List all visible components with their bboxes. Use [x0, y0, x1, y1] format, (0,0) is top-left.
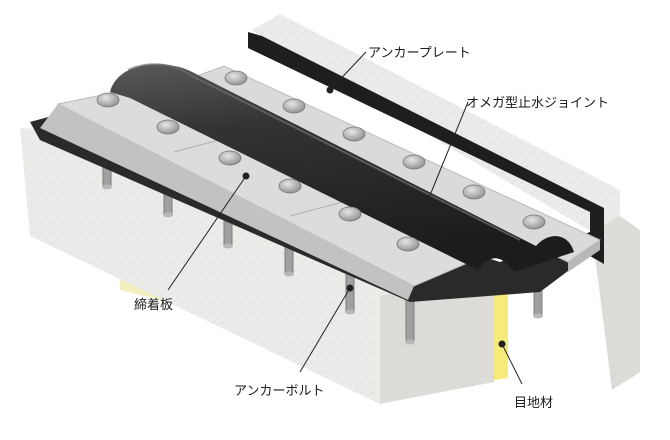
leader-lines [167, 51, 523, 385]
anchor-bolt-tips [102, 184, 543, 345]
label-anchor-bolt: アンカーボルト [234, 384, 325, 399]
anchor-plate-wall [248, 32, 604, 264]
right-plate-nuts [224, 70, 546, 230]
omega-joint-highlight [127, 63, 521, 241]
left-concrete-side [20, 128, 380, 404]
left-clamp-front [40, 104, 414, 300]
label-omega-joint: オメガ型止水ジョイント [466, 96, 610, 111]
omega-joint-tube [110, 64, 574, 273]
label-clamp-plate: 締着板 [134, 298, 174, 313]
left-plate-nuts [96, 92, 420, 252]
label-joint-filler: 目地材 [514, 396, 554, 411]
right-clamp-edge [568, 240, 600, 272]
label-anchor-plate: アンカープレート [368, 46, 471, 61]
